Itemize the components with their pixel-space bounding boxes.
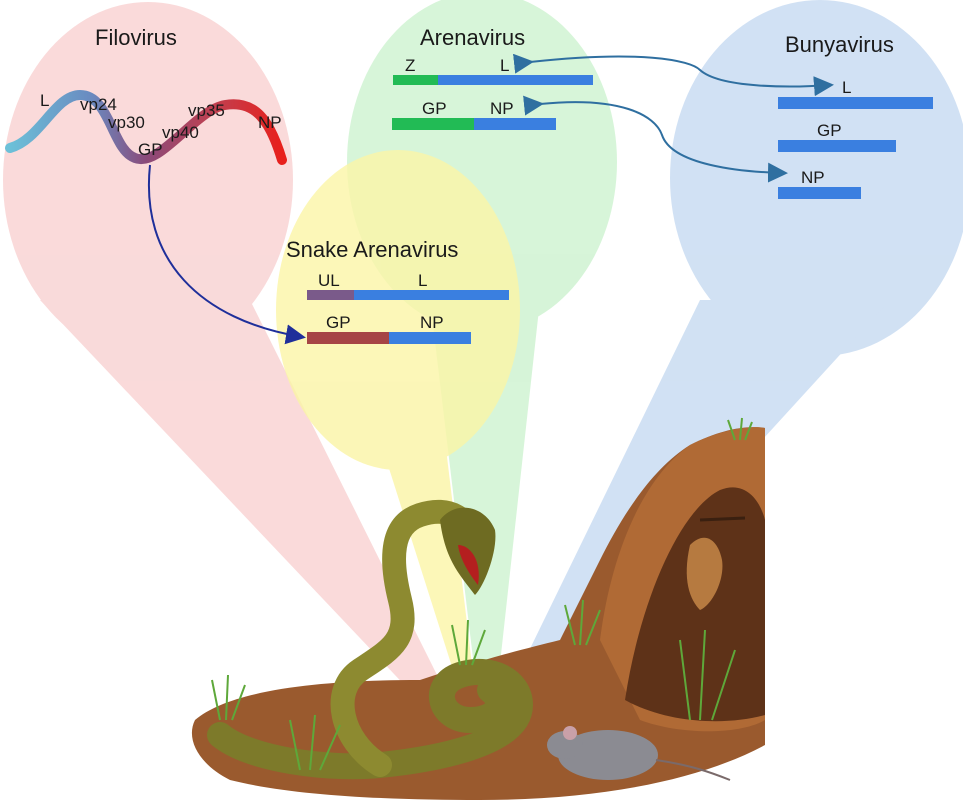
filovirus-gene-L: L xyxy=(40,91,49,110)
snake-arenavirus-label-NP: NP xyxy=(420,313,444,332)
filovirus-gene-vp40: vp40 xyxy=(162,123,199,142)
filovirus-gene-vp30: vp30 xyxy=(108,113,145,132)
filovirus-genome-strand xyxy=(5,89,287,165)
bunyavirus-segment-GP xyxy=(778,140,896,152)
arenavirus-label-GP: GP xyxy=(422,99,447,118)
filovirus-gene-vp35: vp35 xyxy=(188,101,225,120)
snake-arenavirus-label-GP: GP xyxy=(326,313,351,332)
bunyavirus-label-GP: GP xyxy=(817,121,842,140)
snake-arenavirus-segment-UL xyxy=(307,290,354,300)
bat-icon xyxy=(686,516,746,610)
arenavirus-segment-Z xyxy=(393,75,438,85)
bunyavirus-segment-NP xyxy=(778,187,861,199)
bunyavirus-label-NP: NP xyxy=(801,168,825,187)
snake-arenavirus-segment-NP xyxy=(389,332,471,344)
mouse-icon xyxy=(547,726,731,781)
arenavirus-segment-L xyxy=(438,75,593,85)
grass-icon xyxy=(211,417,753,771)
snake-arenavirus-segment-L xyxy=(354,290,509,300)
l-link-arrow xyxy=(513,53,834,97)
snake-arenavirus-label-UL: UL xyxy=(318,271,340,290)
snake-icon xyxy=(207,499,534,780)
snake-arenavirus-title: Snake Arenavirus xyxy=(286,237,458,262)
arenavirus-segment-NP xyxy=(474,118,556,130)
bunyavirus-label-L: L xyxy=(842,78,851,97)
arenavirus-title: Arenavirus xyxy=(420,25,525,50)
gp-transfer-arrow xyxy=(147,164,306,345)
bunyavirus-title: Bunyavirus xyxy=(785,32,894,57)
arenavirus-label-NP: NP xyxy=(490,99,514,118)
filovirus-gene-vp24: vp24 xyxy=(80,95,117,114)
bunyavirus-segment-L xyxy=(778,97,933,109)
np-link-arrow xyxy=(523,95,788,183)
filovirus-gene-NP: NP xyxy=(258,113,282,132)
filovirus-gene-GP: GP xyxy=(138,140,163,159)
arenavirus-label-Z: Z xyxy=(405,56,415,75)
snake-arenavirus-label-L: L xyxy=(418,271,427,290)
snake-arenavirus-segment-GP xyxy=(307,332,389,344)
filovirus-title: Filovirus xyxy=(95,25,177,50)
arenavirus-label-L: L xyxy=(500,56,509,75)
arenavirus-segment-GP xyxy=(392,118,474,130)
